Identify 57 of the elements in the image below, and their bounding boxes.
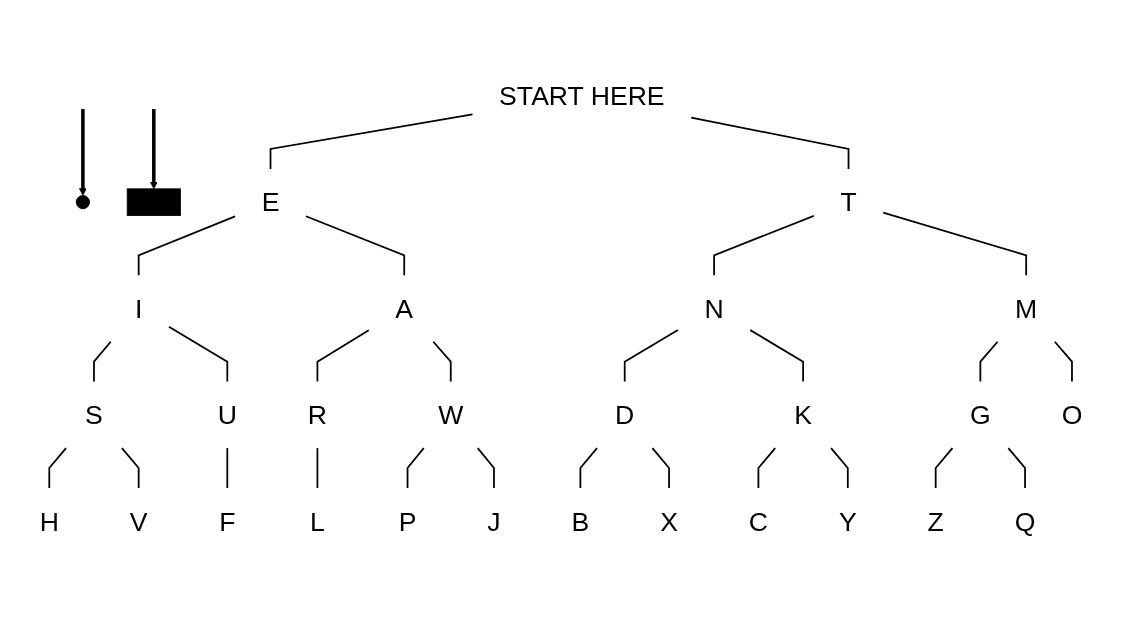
connector bbox=[979, 340, 999, 383]
connector bbox=[749, 329, 804, 383]
node-text: A bbox=[395, 293, 414, 324]
connector bbox=[269, 113, 474, 170]
node-text: M bbox=[1015, 293, 1038, 324]
node-text: T bbox=[840, 187, 857, 217]
connector bbox=[432, 340, 452, 383]
node-text: C bbox=[748, 506, 769, 536]
node-text: H bbox=[39, 506, 59, 536]
node-text: S bbox=[85, 400, 103, 430]
connector bbox=[316, 329, 370, 383]
connector bbox=[476, 447, 495, 489]
connector bbox=[1053, 340, 1073, 383]
node-text: G bbox=[970, 400, 991, 430]
node-text: F bbox=[219, 506, 236, 536]
node-circle bbox=[75, 195, 90, 210]
node-text: K bbox=[794, 400, 812, 430]
connector bbox=[713, 215, 815, 277]
connector bbox=[934, 447, 954, 489]
connector bbox=[121, 447, 140, 489]
node-text: I bbox=[134, 293, 143, 324]
connector bbox=[830, 447, 849, 489]
node-text: X bbox=[660, 506, 678, 536]
node-text: W bbox=[438, 400, 464, 430]
node-text: L bbox=[310, 506, 325, 536]
node-text: B bbox=[571, 506, 590, 536]
arrow bbox=[149, 109, 158, 190]
node-text: D bbox=[615, 400, 635, 430]
connector bbox=[305, 215, 406, 277]
node-text: N bbox=[704, 293, 724, 324]
node-text: Y bbox=[838, 506, 857, 536]
node-text: Q bbox=[1014, 506, 1036, 536]
connector bbox=[48, 447, 67, 489]
connector bbox=[316, 447, 319, 489]
connector bbox=[93, 340, 112, 383]
connector bbox=[226, 447, 229, 489]
connector bbox=[651, 447, 670, 489]
node-bar bbox=[126, 188, 181, 216]
connector bbox=[757, 447, 777, 489]
connector bbox=[690, 116, 850, 170]
node-text: V bbox=[129, 506, 148, 536]
connector bbox=[137, 215, 236, 277]
node-text: Z bbox=[927, 506, 944, 536]
node-text: J bbox=[487, 506, 501, 536]
node-text: START HERE bbox=[499, 81, 665, 111]
node-text: O bbox=[1061, 400, 1083, 430]
node-text: E bbox=[261, 187, 280, 217]
connector bbox=[882, 211, 1028, 277]
connector bbox=[1007, 447, 1026, 489]
node-text: P bbox=[398, 506, 417, 536]
node-text: R bbox=[307, 400, 328, 430]
connector bbox=[406, 447, 425, 489]
connector bbox=[623, 329, 679, 383]
node-text: U bbox=[217, 400, 237, 430]
connector bbox=[579, 447, 598, 489]
arrow bbox=[79, 109, 87, 196]
connector bbox=[168, 325, 229, 383]
